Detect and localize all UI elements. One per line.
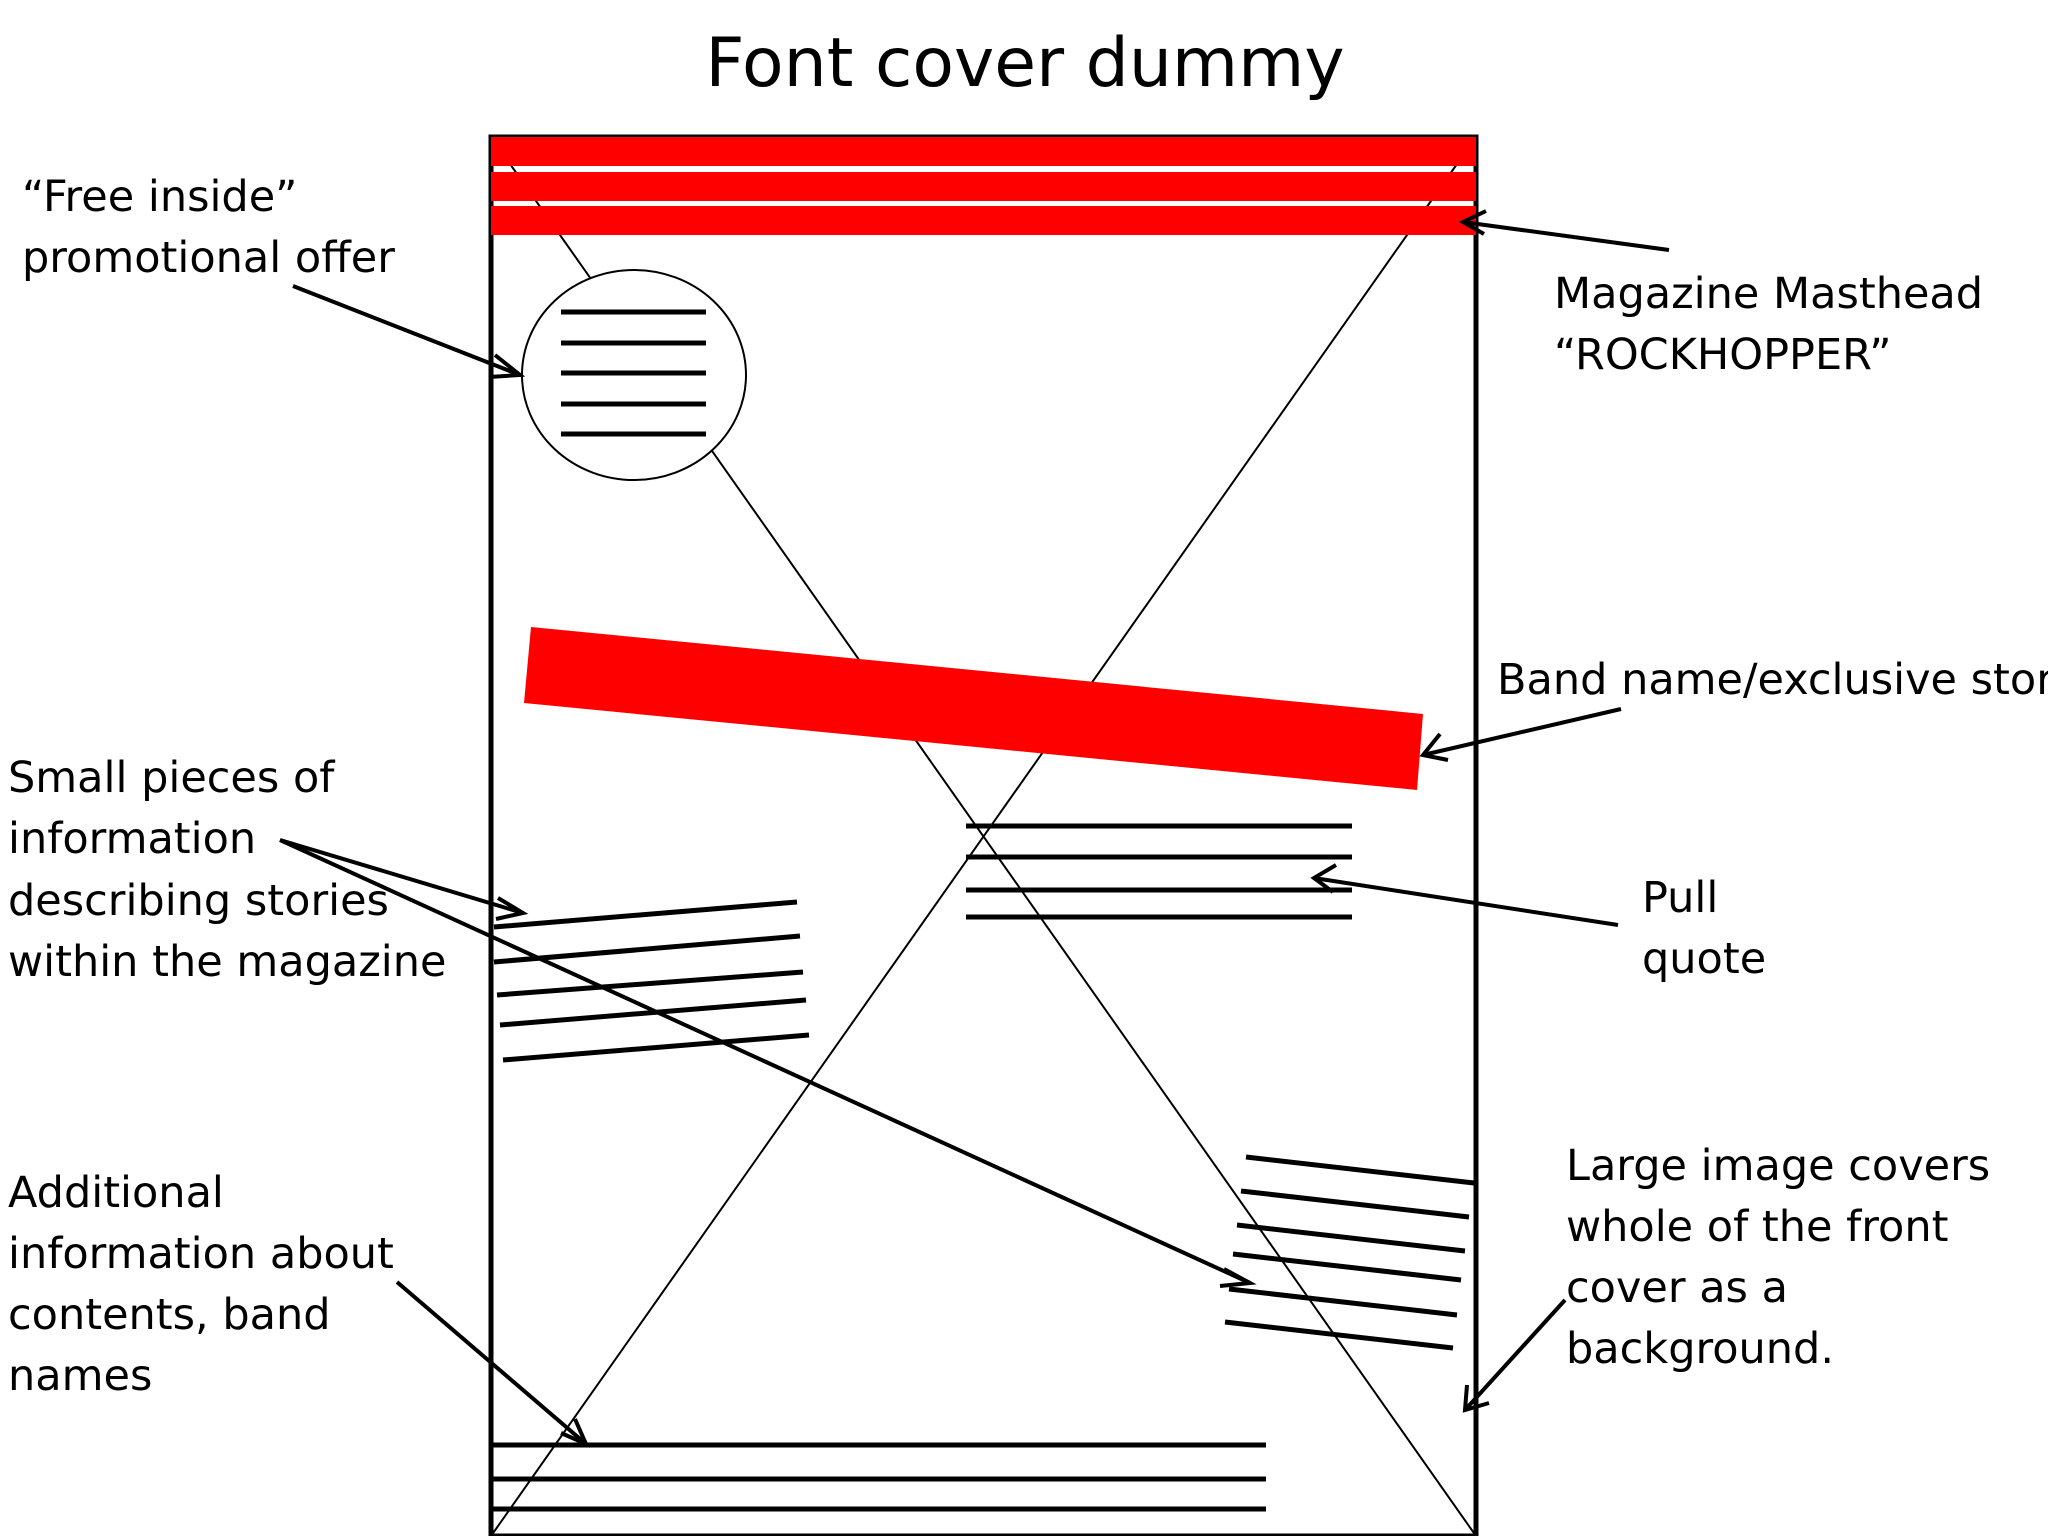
arrow-free-inside [292, 284, 526, 379]
arrow-pull-quote [1310, 863, 1619, 927]
label-pull-quote: Pull quote [1642, 873, 1766, 984]
diagram-title: Font cover dummy [705, 24, 1344, 103]
label-large-image: Large image covers whole of the front co… [1566, 1141, 2004, 1374]
free-inside-badge [521, 269, 747, 481]
band-name-bar [524, 627, 1423, 790]
arrow-band-name [1419, 707, 1622, 762]
arrow-small-pieces-right [279, 838, 1257, 1288]
label-band-name: Band name/exclusive story [1497, 655, 2048, 705]
label-small-pieces: Small pieces of information describing s… [8, 753, 446, 987]
masthead-stripes [491, 137, 1476, 235]
arrow-additional-info [395, 1280, 590, 1448]
arrow-large-image [1462, 1298, 1567, 1413]
story-lines-right [1224, 1154, 1475, 1351]
arrow-small-pieces-left [279, 838, 529, 921]
pull-quote-lines [966, 823, 1352, 920]
label-masthead: Magazine Masthead “ROCKHOPPER” [1554, 269, 1997, 380]
contents-lines [491, 1442, 1266, 1512]
arrow-masthead [1458, 209, 1670, 252]
story-lines-left [493, 899, 810, 1063]
image-placeholder-cross-b [490, 136, 1477, 1536]
label-additional-info: Additional information about contents, b… [8, 1168, 408, 1401]
label-free-inside: “Free inside” promotional offer [22, 172, 395, 283]
